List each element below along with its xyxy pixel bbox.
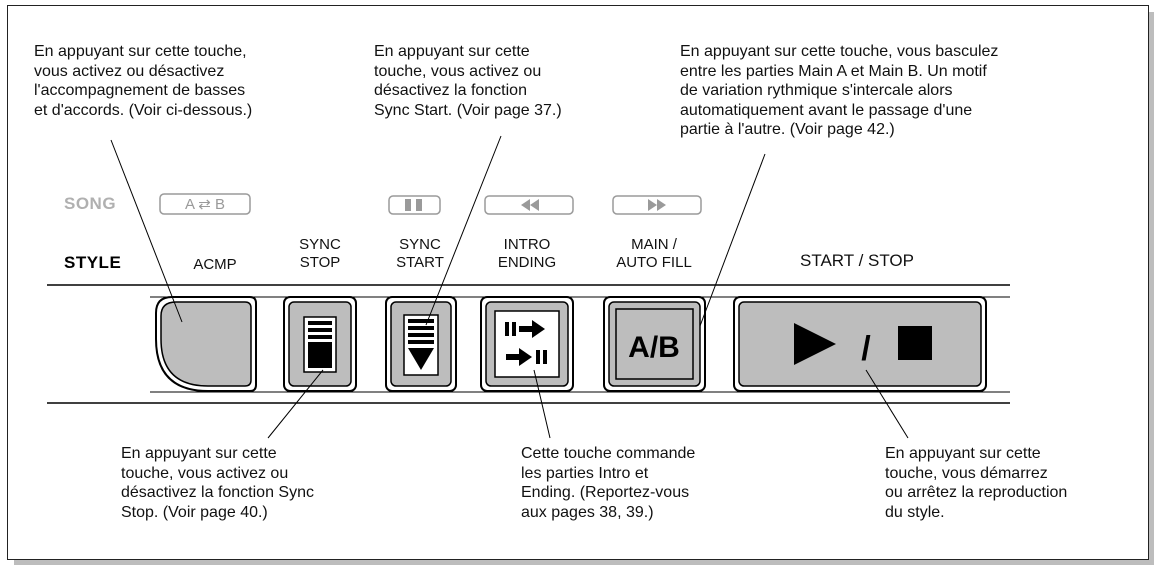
leader-intro — [533, 369, 551, 439]
fast-forward-icon — [612, 195, 702, 215]
pause-icon — [388, 195, 441, 215]
play-stop-icon: / — [794, 323, 932, 368]
leader-acmp — [110, 139, 183, 323]
sync-stop-button[interactable] — [283, 296, 357, 392]
note-start-stop: En appuyant sur cette touche, vous démar… — [885, 445, 1068, 521]
frame-shadow-bottom — [14, 560, 1154, 565]
acmp-button[interactable] — [155, 296, 257, 392]
intro-ending-button[interactable] — [480, 296, 574, 392]
svg-text:A ⇄ B: A ⇄ B — [185, 196, 225, 213]
start-stop-button[interactable]: / — [733, 296, 987, 392]
sync-stop-icon — [303, 316, 337, 373]
note-main: En appuyant sur cette touche, vous bascu… — [680, 43, 999, 138]
note-intro: Cette touche commande les parties Intro … — [521, 445, 696, 521]
sync-start-icon — [403, 314, 439, 376]
acmp-label: ACMP — [193, 256, 237, 273]
song-mode-label: SONG — [64, 194, 117, 213]
frame-shadow-right — [1149, 12, 1154, 565]
start-stop-label: START / STOP — [800, 251, 914, 270]
main-auto-fill-label: MAIN / AUTO FILL — [616, 236, 692, 271]
ab-button-face: A/B — [628, 331, 680, 364]
svg-text:/: / — [861, 330, 871, 368]
diagram-frame — [7, 5, 1149, 560]
leader-start-stop — [865, 369, 909, 439]
sync-stop-label: SYNC STOP — [299, 236, 341, 271]
note-acmp: En appuyant sur cette touche, vous activ… — [34, 43, 253, 119]
sync-start-button[interactable] — [385, 296, 457, 392]
leader-main — [699, 153, 766, 327]
note-sync-stop: En appuyant sur cette touche, vous activ… — [121, 445, 314, 521]
rewind-icon — [484, 195, 574, 215]
style-mode-label: STYLE — [64, 253, 122, 272]
intro-ending-label: INTRO ENDING — [497, 236, 557, 271]
leader-sync-start — [425, 135, 502, 326]
note-sync-start: En appuyant sur cette touche, vous activ… — [374, 43, 562, 119]
leader-lines — [110, 135, 909, 439]
main-auto-fill-button[interactable]: A/B — [603, 296, 706, 392]
ab-repeat-icon: A ⇄ B — [159, 193, 251, 215]
leader-sync-stop — [267, 369, 324, 439]
intro-ending-icon — [494, 310, 560, 378]
sync-start-label: SYNC START — [396, 236, 444, 271]
